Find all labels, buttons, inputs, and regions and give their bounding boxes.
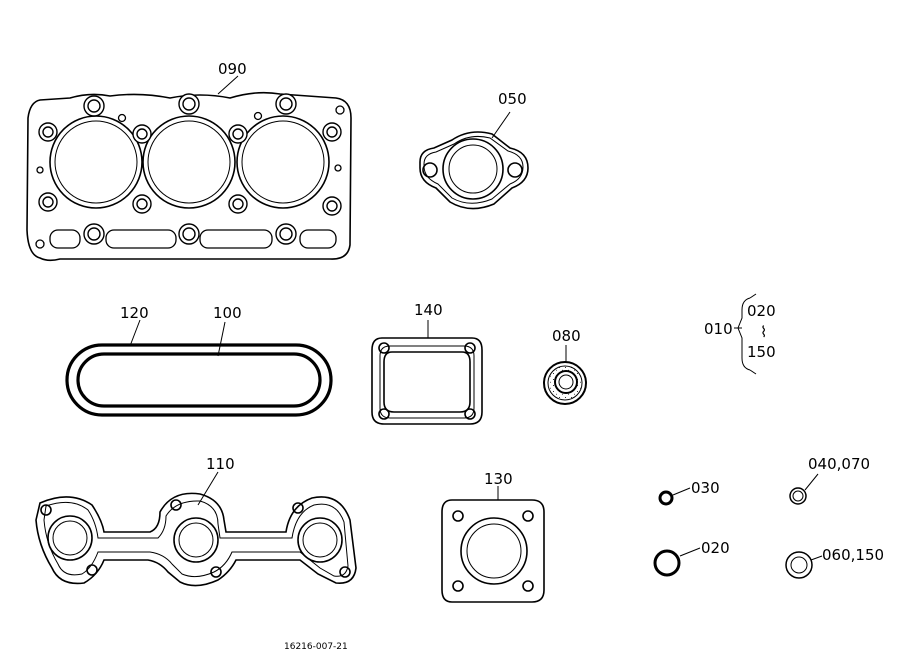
flange-gasket — [419, 111, 529, 210]
label-020: 020 — [701, 539, 730, 557]
label-090: 090 — [218, 60, 247, 78]
label-050: 050 — [498, 90, 527, 108]
square-gasket — [371, 320, 483, 425]
washer-060-150 — [785, 551, 823, 579]
label-130: 130 — [484, 470, 513, 488]
cylinder-head-gasket — [26, 75, 352, 262]
label-030: 030 — [691, 479, 720, 497]
oring-020 — [653, 547, 701, 577]
label-080: 080 — [552, 327, 581, 345]
label-010: 010 — [704, 320, 733, 338]
reference-bracket — [734, 293, 757, 375]
oring-030 — [658, 487, 691, 506]
oring-loop-gasket — [65, 319, 333, 417]
label-120: 120 — [120, 304, 149, 322]
label-040-070: 040,070 — [808, 455, 870, 473]
label-110: 110 — [206, 455, 235, 473]
label-range-symbol: ⌇ — [760, 323, 767, 341]
label-150-ref: 150 — [747, 343, 776, 361]
drawing-code: 16216-007-21 — [284, 642, 348, 652]
label-020-ref: 020 — [747, 302, 776, 320]
manifold-gasket — [35, 471, 357, 587]
dotted-square-gasket — [441, 486, 545, 603]
label-140: 140 — [414, 301, 443, 319]
label-100: 100 — [213, 304, 242, 322]
washer-040-070 — [789, 473, 819, 505]
oil-seal — [543, 345, 587, 405]
label-060-150: 060,150 — [822, 546, 884, 564]
